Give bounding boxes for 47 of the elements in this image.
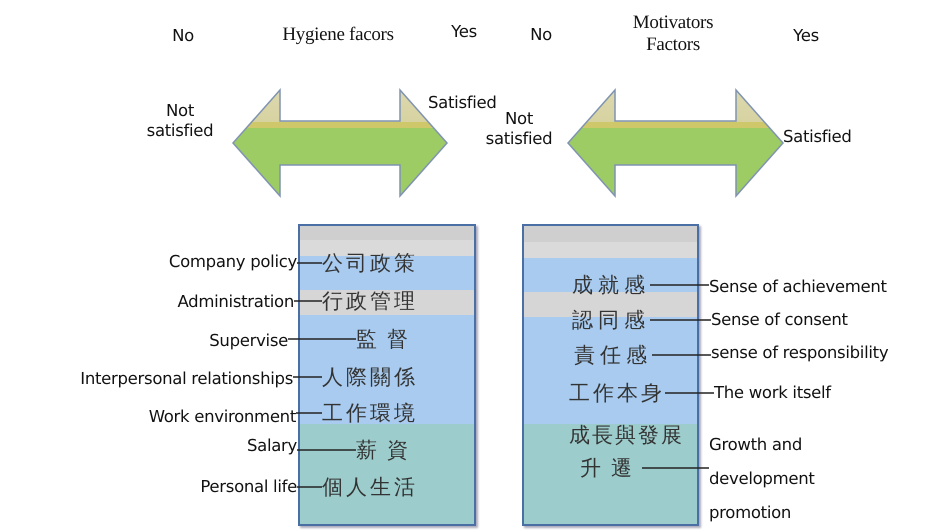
factor-title: Hygiene facors [282, 24, 394, 46]
factor-text: 認同感 [572, 307, 650, 333]
leader-line [297, 449, 356, 451]
factor-translation: sense of responsibility [711, 341, 888, 365]
leader-line [650, 319, 711, 321]
factor-translation: Work environment [148, 405, 296, 429]
factor-text: 工作本身 [569, 380, 665, 406]
factor-text: 人際關係 [322, 364, 418, 390]
factor-translation: Personal life [200, 475, 297, 499]
leader-line [293, 376, 322, 378]
factor-text: 工作環境 [322, 400, 418, 426]
factor-translation: Company policy [168, 250, 297, 274]
scale-end-label: Satisfied [783, 127, 852, 147]
factor-text: 成長與發展 [569, 422, 684, 448]
factor-title: Motivators Factors [632, 12, 714, 56]
axis-end-label: Yes [451, 22, 477, 42]
leader-line [642, 467, 709, 469]
factor-translation: Sense of consent [711, 308, 848, 332]
factor-translation: Sense of achievement [709, 275, 887, 299]
ranking-column-panel [522, 224, 699, 526]
factor-translation: Administration [177, 290, 294, 314]
factor-text: 升遷 [580, 455, 642, 481]
leader-line [288, 338, 356, 340]
factor-text: 個人生活 [322, 474, 418, 500]
ranking-column-panel [298, 224, 476, 526]
leader-line [652, 354, 711, 356]
factor-translation: The work itself [714, 381, 831, 405]
factor-translation: Supervise [209, 329, 288, 353]
leader-line [665, 392, 714, 394]
factor-text: 責任感 [574, 342, 652, 368]
axis-end-label: No [172, 26, 194, 46]
axis-end-label: Yes [793, 26, 819, 46]
factor-text: 監督 [356, 326, 418, 352]
scale-end-label: Not satisfied [146, 101, 214, 141]
leader-line [297, 486, 322, 488]
factor-text: 行政管理 [322, 288, 418, 314]
factor-text: 成就感 [572, 272, 650, 298]
leader-line [296, 412, 322, 414]
factor-translation: Salary [246, 434, 297, 458]
factor-translation: Interpersonal relationships [80, 367, 293, 391]
leader-line [294, 300, 322, 302]
factor-translation: Growth and development promotion [709, 428, 859, 530]
factor-text: 薪資 [356, 437, 418, 463]
axis-end-label: No [530, 25, 552, 45]
leader-line [297, 262, 322, 264]
leader-line [650, 284, 709, 286]
factor-text: 公司政策 [322, 250, 418, 276]
